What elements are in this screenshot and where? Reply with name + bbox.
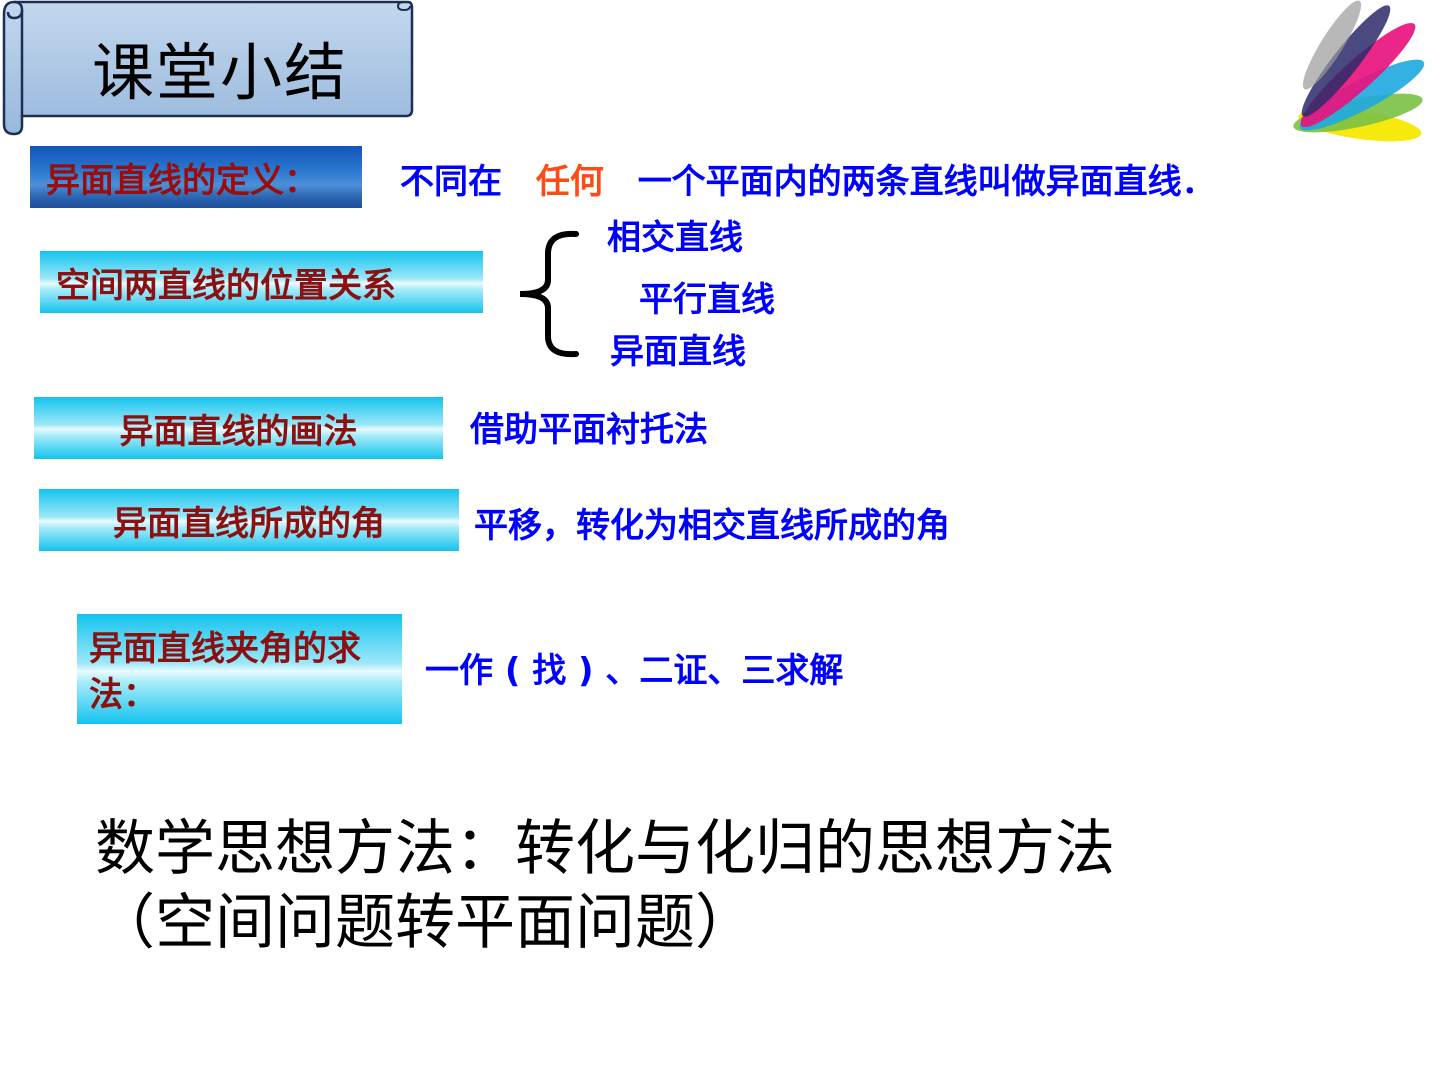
summary-block: 数学思想方法：转化与化归的思想方法 （空间问题转平面问题） — [95, 812, 1115, 960]
relation-item-skew: 异面直线 — [610, 332, 746, 372]
definition-label: 异面直线的定义： — [46, 160, 318, 201]
definition-text: 不同在 任何 一个平面内的两条直线叫做异面直线． — [400, 154, 1216, 203]
angle-description: 平移，转化为相交直线所成的角 — [474, 506, 950, 546]
drawing-label: 异面直线的画法 — [119, 411, 358, 452]
drawing-description: 借助平面衬托法 — [470, 410, 708, 450]
summary-line-1: 数学思想方法：转化与化归的思想方法 — [95, 814, 1115, 884]
definition-text-before: 不同在 — [400, 162, 502, 202]
angle-method-label-box: 异面直线夹角的求法： — [77, 614, 402, 724]
relation-item-parallel: 平行直线 — [639, 280, 775, 320]
definition-label-box: 异面直线的定义： — [30, 146, 362, 208]
scroll-banner-icon — [2, 0, 414, 136]
color-fan-logo-icon — [1293, 0, 1425, 142]
definition-text-after: 一个平面内的两条直线叫做异面直线． — [637, 162, 1216, 202]
summary-line-2: （空间问题转平面问题） — [95, 888, 755, 958]
angle-method-label: 异面直线夹角的求法： — [89, 629, 361, 715]
angle-method-description: 一作 ( 找 ) 、二证、三求解 — [425, 651, 844, 691]
relations-label: 空间两直线的位置关系 — [56, 265, 396, 306]
relations-label-box: 空间两直线的位置关系 — [40, 251, 483, 313]
left-brace-icon — [519, 230, 579, 358]
angle-label: 异面直线所成的角 — [113, 503, 385, 544]
drawing-label-box: 异面直线的画法 — [34, 397, 443, 459]
angle-label-box: 异面直线所成的角 — [39, 489, 459, 551]
definition-highlight: 任何 — [535, 162, 604, 202]
slide-title: 课堂小结 — [92, 36, 349, 109]
relation-item-intersecting: 相交直线 — [607, 218, 743, 258]
